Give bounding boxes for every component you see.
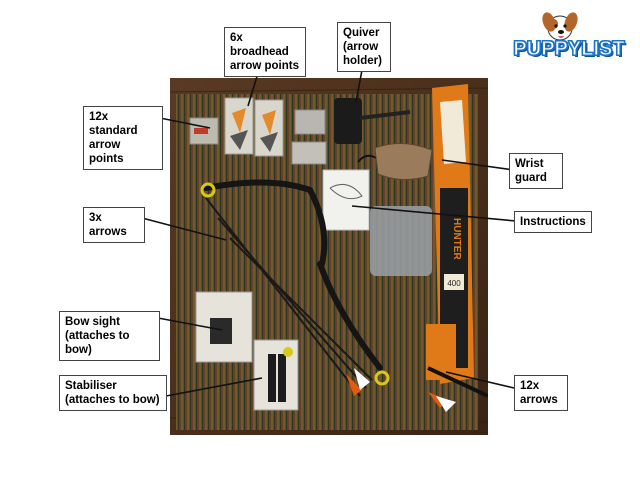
- logo-wordmark: PUPPYLIST: [513, 38, 625, 61]
- stabiliser-pack: [253, 339, 299, 411]
- small-packet: [294, 109, 326, 135]
- parts-bag: [370, 206, 432, 276]
- bow-sight-pack: [195, 291, 253, 363]
- small-packet: [291, 141, 327, 165]
- callout-standard-points: 12x standard arrow points: [83, 106, 163, 170]
- instructions-sheet: [322, 169, 370, 231]
- quiver: [334, 98, 411, 163]
- callout-broadhead-points: 6x broadhead arrow points: [224, 27, 306, 77]
- bow-box: HUNTER 400: [426, 84, 474, 384]
- three-arrows: [205, 197, 373, 397]
- callout-three-arrows: 3x arrows: [83, 207, 145, 243]
- callout-wrist-guard: Wrist guard: [509, 153, 563, 189]
- dog-head-icon: [542, 12, 578, 41]
- wrist-guard: [374, 143, 433, 180]
- callout-instructions: Instructions: [514, 211, 592, 233]
- standard-points-pack: [189, 117, 219, 145]
- callout-bow-sight: Bow sight (attaches to bow): [59, 311, 160, 361]
- archery-kit-photo: HUNTER 400: [170, 78, 488, 435]
- callout-quiver: Quiver (arrow holder): [337, 22, 391, 72]
- compound-bow: [200, 179, 390, 386]
- arrow-fletching: [346, 368, 370, 396]
- puppylist-logo: PUPPYLIST: [506, 8, 632, 66]
- box-brand-text: HUNTER: [451, 218, 462, 260]
- box-number-text: 400: [447, 279, 461, 288]
- broadhead-packs: [224, 97, 284, 157]
- callout-twelve-arrows: 12x arrows: [514, 375, 568, 411]
- callout-stabiliser: Stabiliser (attaches to bow): [59, 375, 167, 411]
